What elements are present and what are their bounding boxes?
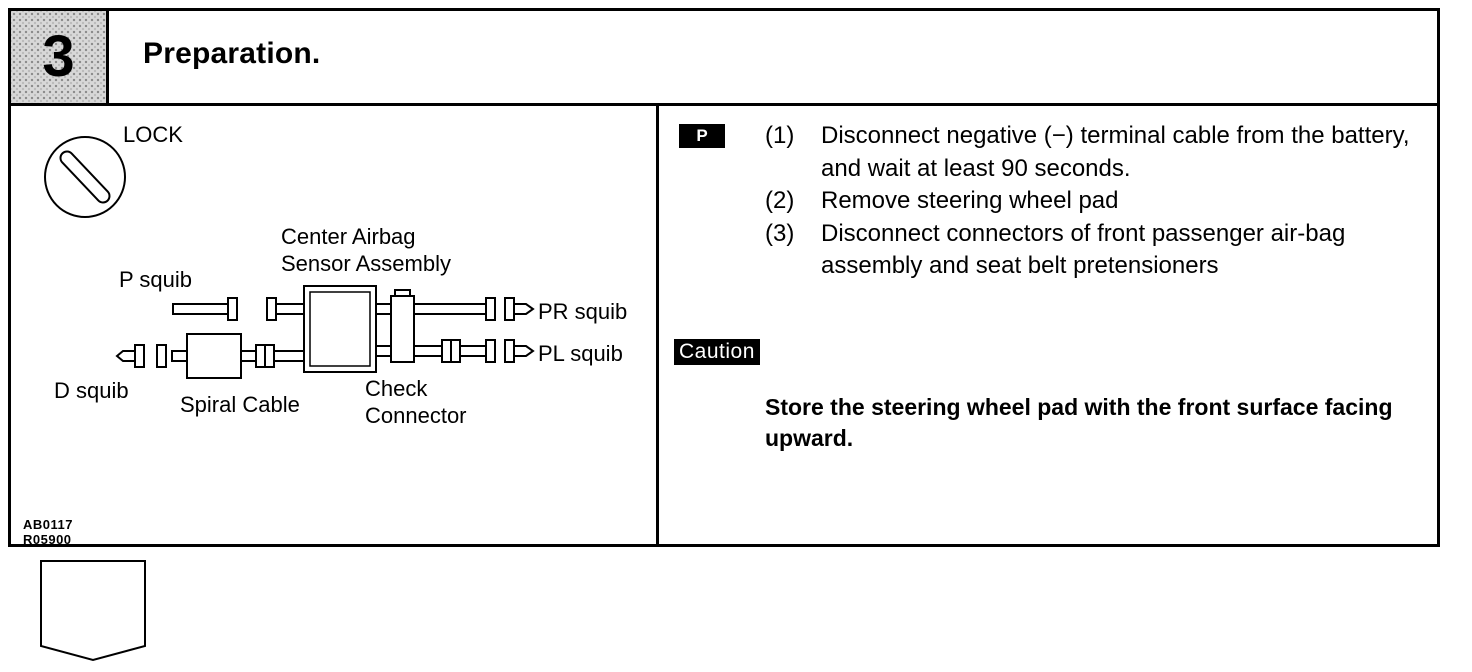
spiral-cable-body [186, 333, 242, 379]
step-number: 3 [42, 24, 75, 89]
center-sensor-label-line1: Center Airbag [281, 224, 416, 249]
step-index: (1) [765, 122, 795, 149]
instruction-panel: P (1) Disconnect negative (−) terminal c… [659, 106, 1437, 544]
step-index: (3) [765, 219, 795, 247]
center-sensor-label-line2: Sensor Assembly [281, 251, 451, 276]
caution-text: Store the steering wheel pad with the fr… [765, 394, 1393, 451]
caution-tag: Caution [674, 339, 760, 365]
check-connector-label-line1: Check [365, 376, 428, 401]
center-sensor-inner [309, 291, 371, 367]
procedure-steps: (1) Disconnect negative (−) terminal cab… [765, 120, 1445, 283]
procedure-sheet: 3 Preparation. LOCK Center Airbag Sensor… [8, 8, 1440, 547]
step-text: Remove steering wheel pad [821, 187, 1119, 214]
procedure-step: (3) Disconnect connectors of front passe… [765, 218, 1445, 283]
step-number-box: 3 [11, 11, 109, 103]
pl-squib-label: PL squib [538, 341, 623, 366]
lock-label: LOCK [123, 122, 183, 147]
procedure-step: (1) Disconnect negative (−) terminal cab… [765, 120, 1445, 185]
step-index: (2) [765, 187, 795, 214]
figure-panel: LOCK Center Airbag Sensor Assembly P squ… [11, 106, 659, 547]
center-sensor-body [303, 285, 377, 373]
p-squib-label: P squib [119, 267, 192, 292]
airbag-wiring-diagram: LOCK Center Airbag Sensor Assembly P squ… [44, 122, 627, 428]
step-text: Disconnect negative (−) terminal cable f… [821, 122, 1410, 182]
pr-squib-label: PR squib [538, 299, 627, 324]
d-squib-label: D squib [54, 378, 129, 403]
check-connector [390, 295, 415, 363]
procedure-tag: P [679, 124, 725, 148]
figure-code-1: AB0117 [23, 517, 73, 532]
figure-code-2: R05900 [23, 532, 72, 547]
section-header: 3 Preparation. [11, 11, 1437, 106]
lock-key-icon [44, 136, 126, 218]
section-title: Preparation. [143, 37, 321, 70]
check-connector-label-line2: Connector [365, 403, 467, 428]
procedure-step: (2) Remove steering wheel pad [765, 185, 1445, 218]
spiral-cable-label: Spiral Cable [180, 392, 300, 417]
step-text: Disconnect connectors of front passenger… [821, 219, 1346, 280]
page-tab-marker [40, 560, 146, 662]
